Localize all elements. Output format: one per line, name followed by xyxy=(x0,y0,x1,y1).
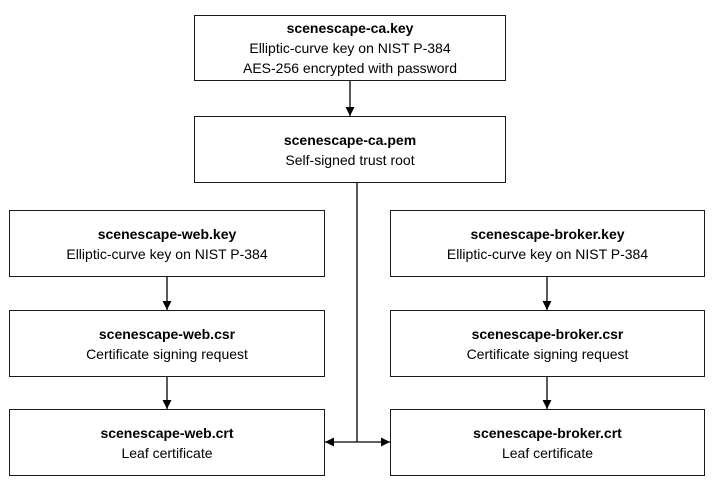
node-description: Elliptic-curve key on NIST P-384 xyxy=(66,245,268,262)
node-description: Leaf certificate xyxy=(501,444,594,461)
node-ca-pem: scenescape-ca.pem Self-signed trust root xyxy=(194,116,506,183)
node-web-key: scenescape-web.key Elliptic-curve key on… xyxy=(9,210,325,277)
node-broker-csr: scenescape-broker.csr Certificate signin… xyxy=(390,310,705,377)
node-title: scenescape-ca.key xyxy=(286,20,414,36)
node-title: scenescape-broker.crt xyxy=(473,424,622,441)
node-title: scenescape-ca.pem xyxy=(283,131,417,148)
node-title: scenescape-web.csr xyxy=(98,325,236,342)
node-description: Elliptic-curve key on NIST P-384 xyxy=(249,40,451,56)
node-description: Leaf certificate xyxy=(121,444,213,461)
node-broker-key: scenescape-broker.key Elliptic-curve key… xyxy=(390,210,705,277)
node-ca-key: scenescape-ca.key Elliptic-curve key on … xyxy=(194,15,506,81)
node-title: scenescape-web.crt xyxy=(100,424,234,441)
node-description: Certificate signing request xyxy=(466,345,629,362)
node-title: scenescape-broker.key xyxy=(470,225,625,242)
node-description: AES-256 encrypted with password xyxy=(243,60,457,76)
node-description: Self-signed trust root xyxy=(285,151,415,168)
node-description: Elliptic-curve key on NIST P-384 xyxy=(446,245,649,262)
node-title: scenescape-broker.csr xyxy=(471,325,624,342)
node-web-csr: scenescape-web.csr Certificate signing r… xyxy=(9,310,325,377)
node-title: scenescape-web.key xyxy=(97,225,237,242)
node-broker-crt: scenescape-broker.crt Leaf certificate xyxy=(390,409,705,476)
node-description: Certificate signing request xyxy=(86,345,248,362)
node-web-crt: scenescape-web.crt Leaf certificate xyxy=(9,409,325,476)
